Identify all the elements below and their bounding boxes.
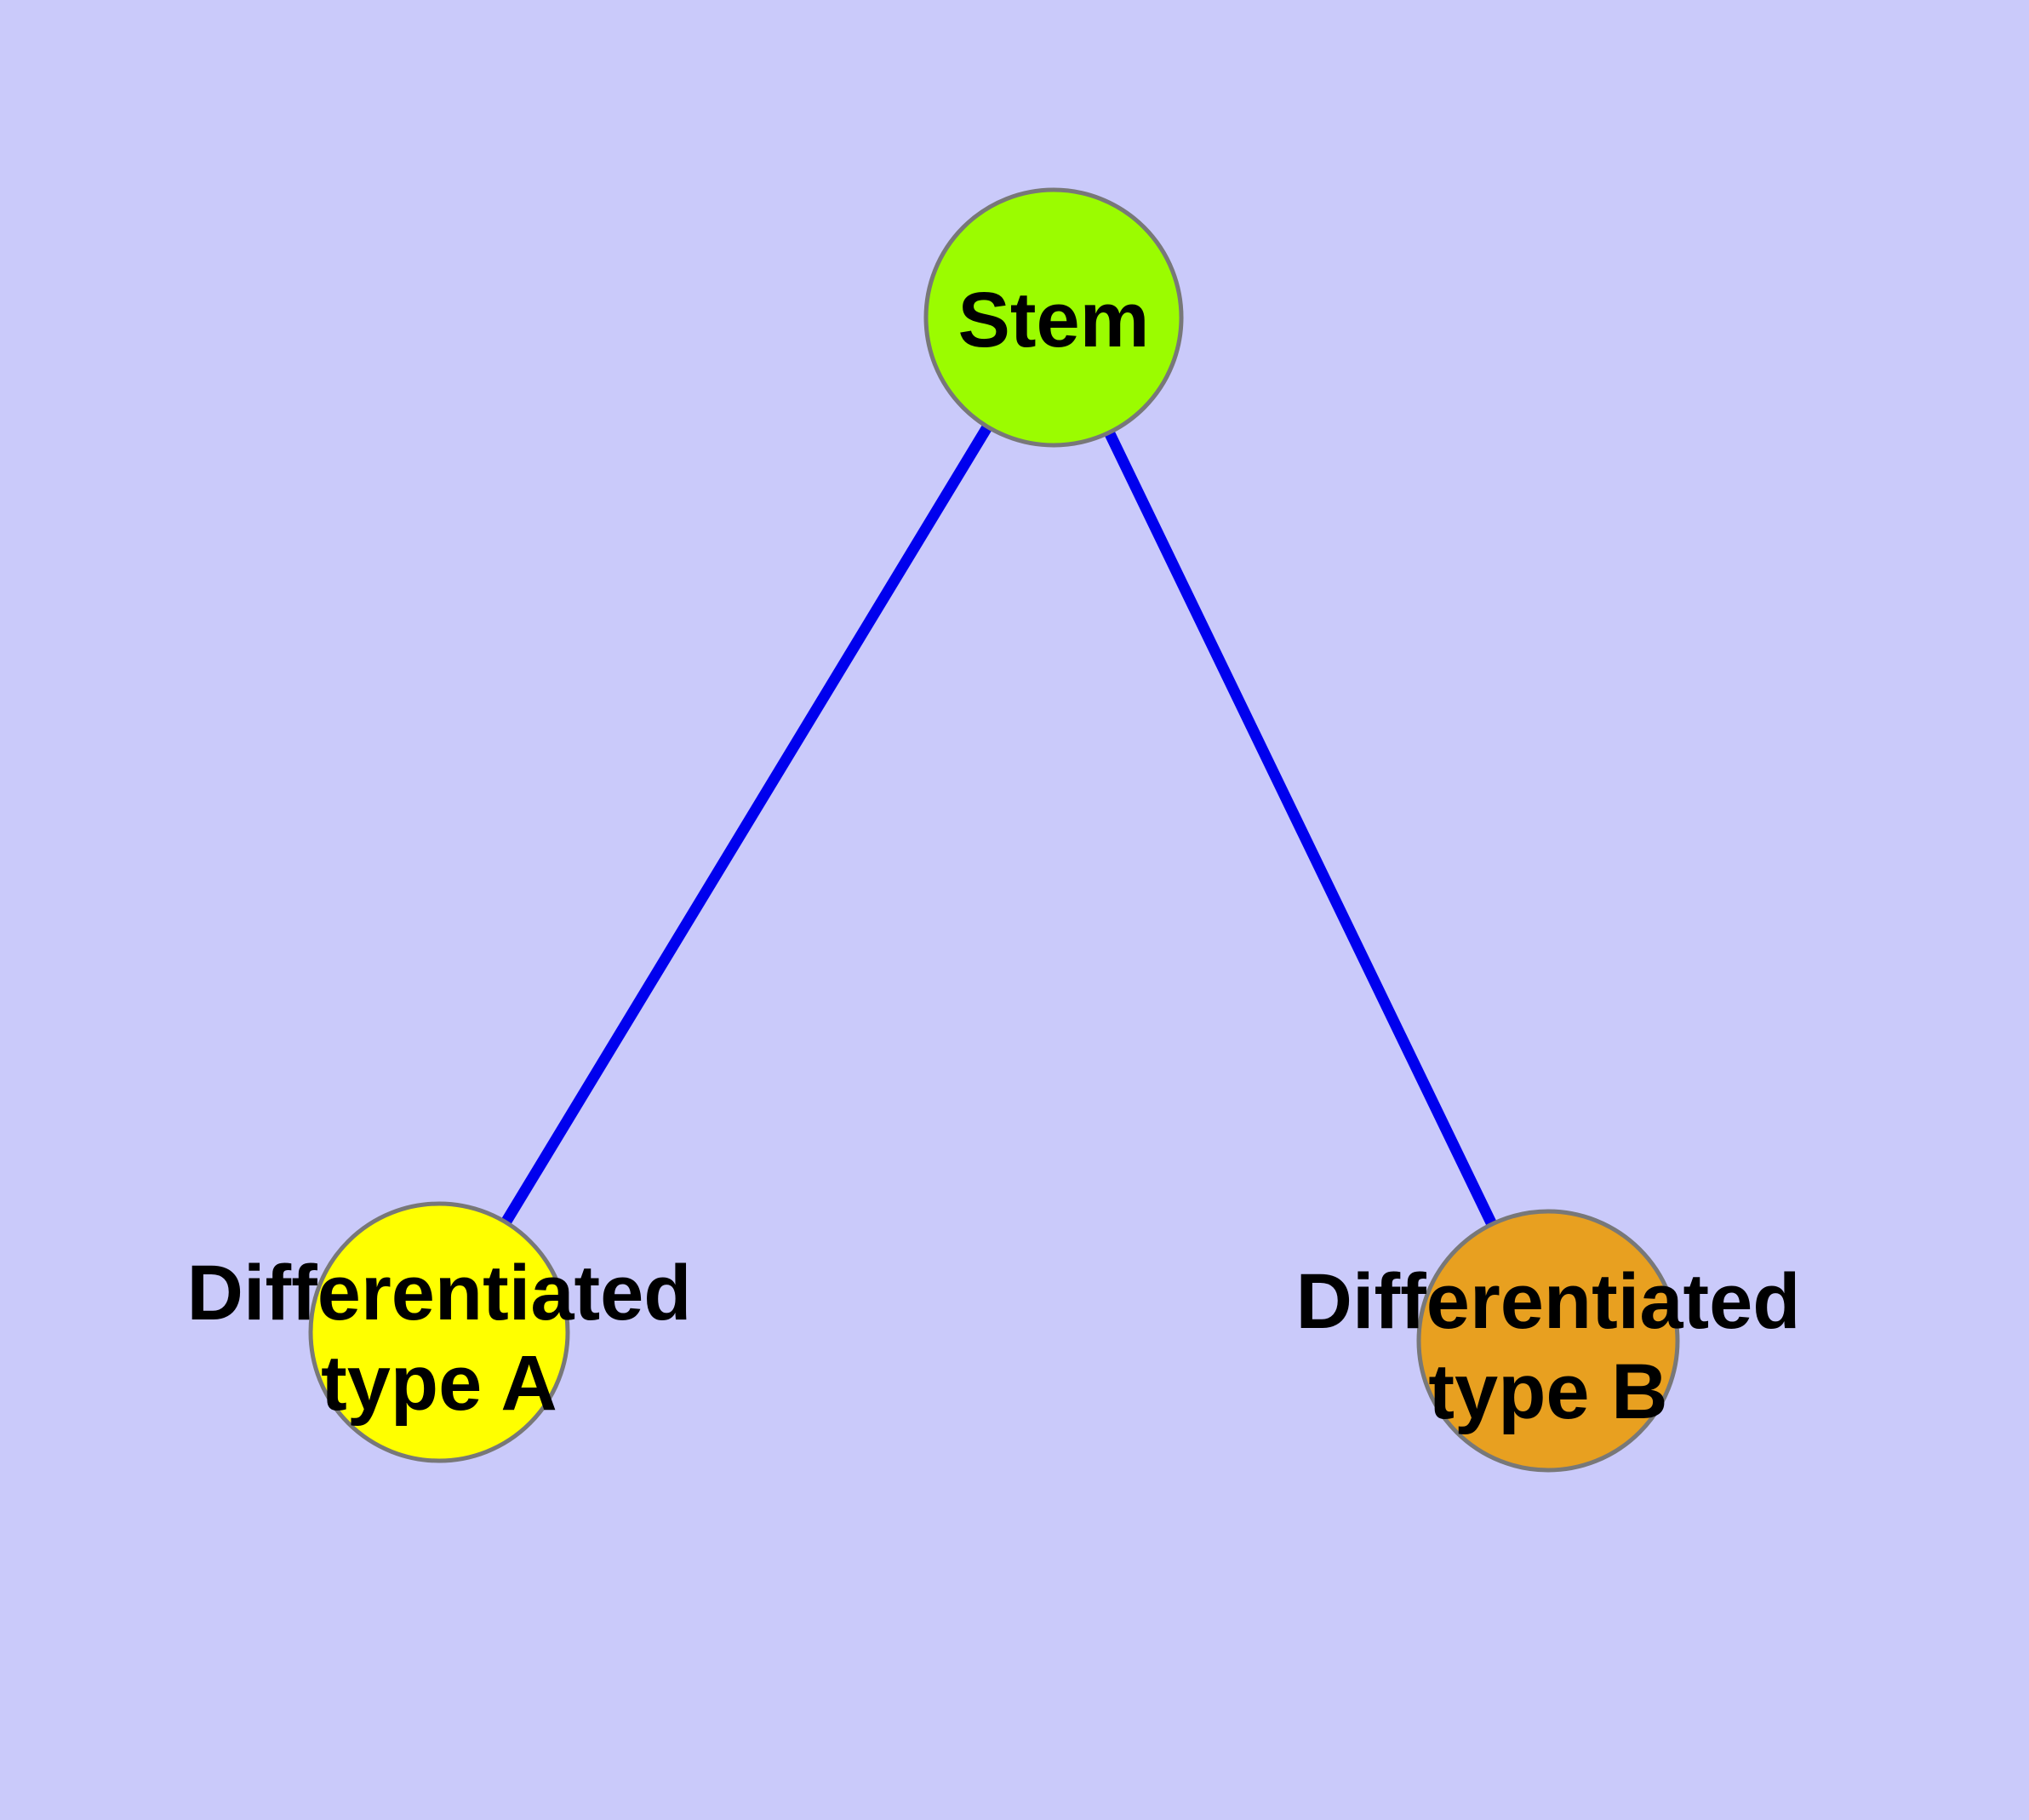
node-differentiated-type-a: Differentiated type A xyxy=(187,1201,692,1463)
node-differentiated-type-b: Differentiated type B xyxy=(1296,1209,1801,1473)
edge-stem-to-differentiated-type-a xyxy=(434,314,1059,1336)
node-stem: Stem xyxy=(923,187,1184,448)
node-differentiated-type-b-label-line2: type B xyxy=(1428,1348,1667,1435)
node-stem-circle xyxy=(923,187,1184,448)
node-differentiated-type-b-label-line1: Differentiated xyxy=(1296,1258,1801,1345)
node-differentiated-type-a-label-line2: type A xyxy=(321,1340,557,1427)
node-differentiated-type-a-circle xyxy=(308,1201,570,1463)
node-differentiated-type-a-label-line1: Differentiated xyxy=(187,1250,692,1336)
node-differentiated-type-b-circle xyxy=(1416,1209,1680,1473)
node-stem-label: Stem xyxy=(958,277,1150,363)
edge-stem-to-differentiated-type-b xyxy=(1049,315,1553,1343)
